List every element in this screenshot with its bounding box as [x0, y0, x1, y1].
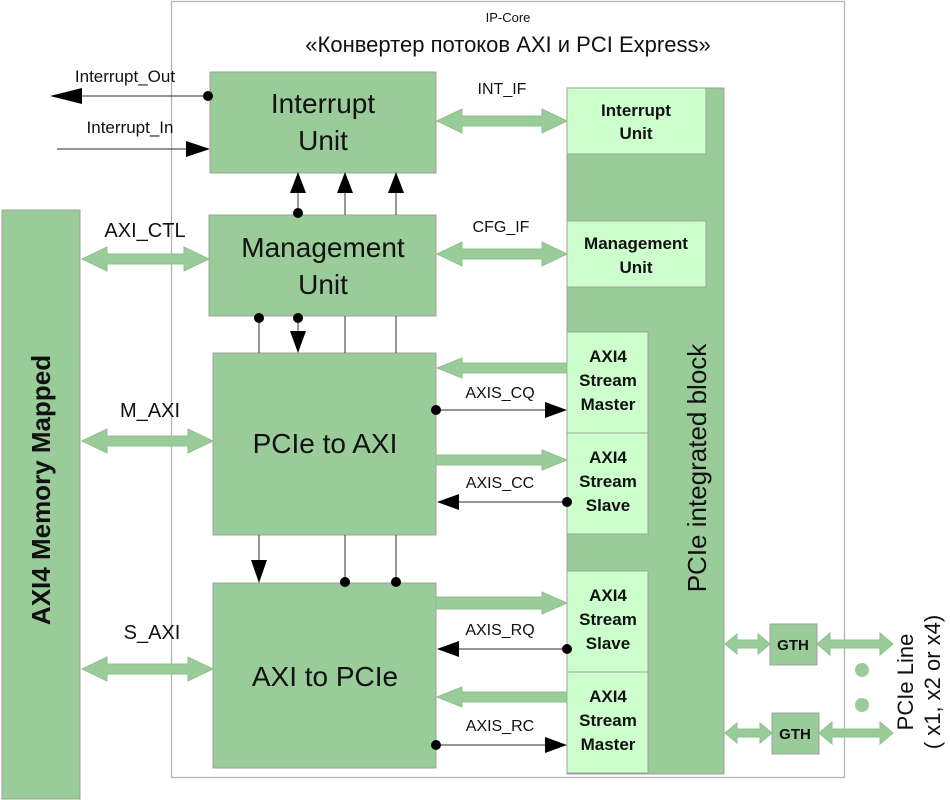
int-if-label: INT_IF: [478, 81, 527, 98]
management-unit-block: Management Unit: [208, 214, 437, 317]
ellipsis-dot: [855, 663, 869, 677]
gth-label: GTH: [779, 726, 811, 743]
sub-label: Master: [581, 395, 636, 414]
axi-ctl-label: AXI_CTL: [104, 220, 185, 242]
sub-label: AXI4: [589, 687, 627, 706]
sub-label: AXI4: [589, 586, 627, 605]
axis-cc-signals: AXIS_CC: [435, 449, 572, 510]
pcie-integrated-block-label: PCIe integrated block: [682, 343, 712, 593]
axis-rc-signals: AXIS_RC: [431, 686, 568, 753]
sub-label: Stream: [579, 610, 637, 629]
mgmt-to-interrupt-links: [290, 172, 404, 218]
axi-to-pcie-block: AXI to PCIe: [212, 582, 437, 769]
sub-label: Stream: [579, 371, 637, 390]
axis-rq-signals: AXIS_RQ: [435, 591, 572, 657]
sub-label: Stream: [579, 472, 637, 491]
pcie-line-label: PCIe Line: [893, 634, 918, 731]
pcie-to-axi-block: PCIe to AXI: [212, 352, 437, 536]
axi-to-pcie-label: AXI to PCIe: [252, 661, 398, 692]
gth-label: GTH: [777, 637, 809, 654]
pcie-sub-axi4-stream-master-rc: AXI4 Stream Master: [566, 671, 649, 774]
interrupt-unit-block: Interrupt Unit: [209, 71, 437, 174]
ip-core-title: «Конвертер потоков AXI и PCI Express»: [305, 32, 710, 57]
gth-lane-1: GTH: [724, 623, 894, 666]
gth-lane-2: GTH: [724, 712, 894, 755]
sub-label: Slave: [586, 496, 630, 515]
cfg-if-bus: CFG_IF: [435, 219, 569, 267]
sub-label: Unit: [619, 124, 652, 143]
axi4-memory-mapped-block: [1, 209, 81, 800]
sub-label: AXI4: [589, 448, 627, 467]
ellipsis-dot: [855, 698, 869, 712]
interrupt-out-signal: Interrupt_Out: [50, 67, 213, 104]
pcie-line-width-label: ( x1, x2 or x4): [920, 615, 945, 749]
mgmt-to-pcie2axi-links: [254, 313, 397, 353]
pcie-sub-axi4-stream-slave-cc: AXI4 Stream Slave: [566, 432, 649, 535]
axi4-memory-mapped-label: AXI4 Memory Mapped: [26, 355, 56, 625]
s-axi-label: S_AXI: [124, 622, 181, 644]
interrupt-unit-label: Unit: [298, 125, 348, 156]
pcie-sub-axi4-stream-master-cq: AXI4 Stream Master: [566, 331, 649, 434]
pcie-to-axi-label: PCIe to AXI: [253, 428, 398, 459]
interrupt-out-label: Interrupt_Out: [75, 67, 175, 86]
axis-cc-label: AXIS_CC: [466, 475, 534, 492]
ip-core-subtitle: IP-Core: [486, 10, 531, 25]
cfg-if-label: CFG_IF: [473, 219, 530, 236]
management-unit-label: Unit: [298, 269, 348, 300]
axis-cq-signals: AXIS_CQ: [431, 357, 568, 418]
sub-label: Slave: [586, 634, 630, 653]
pcie-sub-management-unit: Management Unit: [566, 220, 707, 288]
sub-label: Master: [581, 735, 636, 754]
axis-rc-label: AXIS_RC: [466, 718, 534, 735]
axis-rq-label: AXIS_RQ: [465, 622, 534, 639]
axi-ctl-bus: AXI_CTL: [80, 220, 211, 272]
sub-label: Stream: [579, 711, 637, 730]
sub-label: Interrupt: [601, 101, 671, 120]
arrow-right-icon: [186, 141, 210, 157]
management-unit-label: Management: [241, 232, 405, 263]
sub-label: AXI4: [589, 347, 627, 366]
m-axi-label: M_AXI: [120, 400, 180, 422]
sub-label: Management: [584, 234, 688, 253]
pcie-sub-interrupt-unit: Interrupt Unit: [566, 87, 707, 155]
m-axi-bus: M_AXI: [80, 400, 215, 454]
pcie-sub-axi4-stream-slave-rq: AXI4 Stream Slave: [566, 570, 649, 673]
sub-label: Unit: [619, 258, 652, 277]
pcie2axi-to-axi2pcie-links: [251, 535, 401, 587]
ip-core-frame: [170, 0, 846, 779]
arrow-left-icon: [50, 88, 82, 104]
s-axi-bus: S_AXI: [80, 622, 215, 682]
interrupt-unit-label: Interrupt: [271, 88, 375, 119]
interrupt-in-signal: Interrupt_In: [57, 118, 210, 157]
axis-cq-label: AXIS_CQ: [465, 385, 534, 402]
interrupt-in-label: Interrupt_In: [87, 118, 174, 137]
int-if-bus: INT_IF: [435, 81, 569, 134]
